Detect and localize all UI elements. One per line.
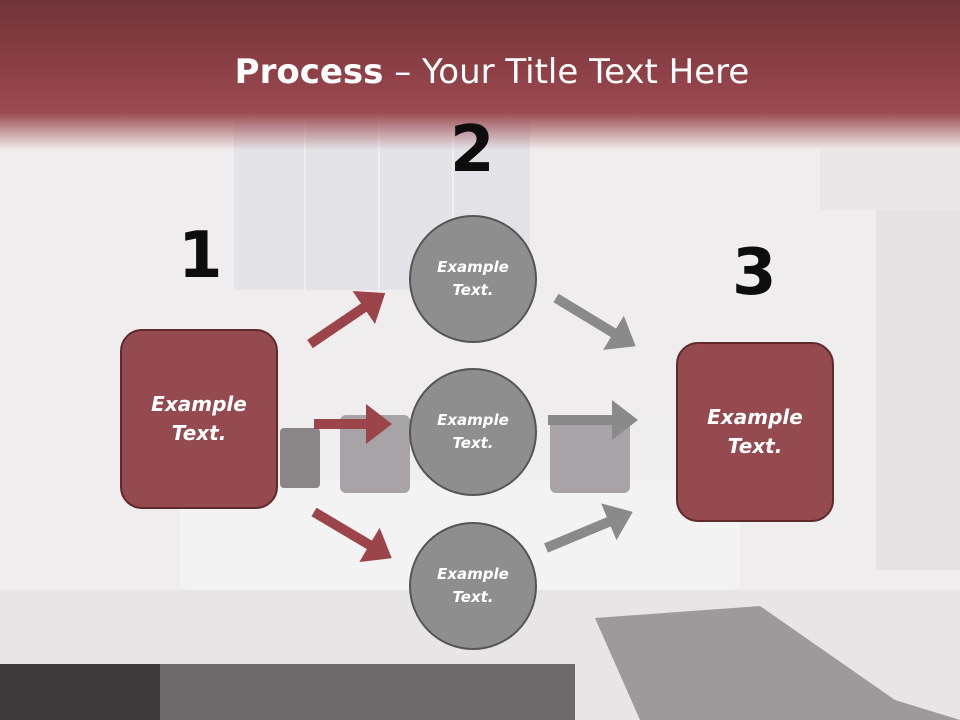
step-1-text: Example Text. [151, 392, 247, 445]
step-2-text-middle: Example Text. [437, 411, 509, 452]
step-1-box: Example Text. [120, 329, 278, 509]
step-2-text-top: Example Text. [437, 258, 509, 299]
arrow-2-bottom-to-3 [544, 503, 633, 553]
arrow-1-to-2-top [307, 291, 386, 349]
step-3-text: Example Text. [707, 405, 803, 458]
arrow-1-to-2-bottom [311, 507, 392, 563]
step-2-text-bottom: Example Text. [437, 565, 509, 606]
step-2-circle-middle: Example Text. [409, 368, 537, 496]
slide-title: Process – Your Title Text Here [0, 52, 960, 92]
step-3-box: Example Text. [676, 342, 834, 522]
title-rest: Your Title Text Here [422, 52, 750, 92]
step-number-3: 3 [732, 236, 777, 310]
step-number-2: 2 [450, 113, 495, 187]
step-2-circle-bottom: Example Text. [409, 522, 537, 650]
title-separator: – [383, 52, 423, 92]
step-number-1: 1 [178, 219, 223, 293]
title-bold: Process [234, 52, 384, 92]
arrow-2-top-to-3 [553, 293, 636, 350]
header-band [0, 0, 960, 150]
step-2-circle-top: Example Text. [409, 215, 537, 343]
